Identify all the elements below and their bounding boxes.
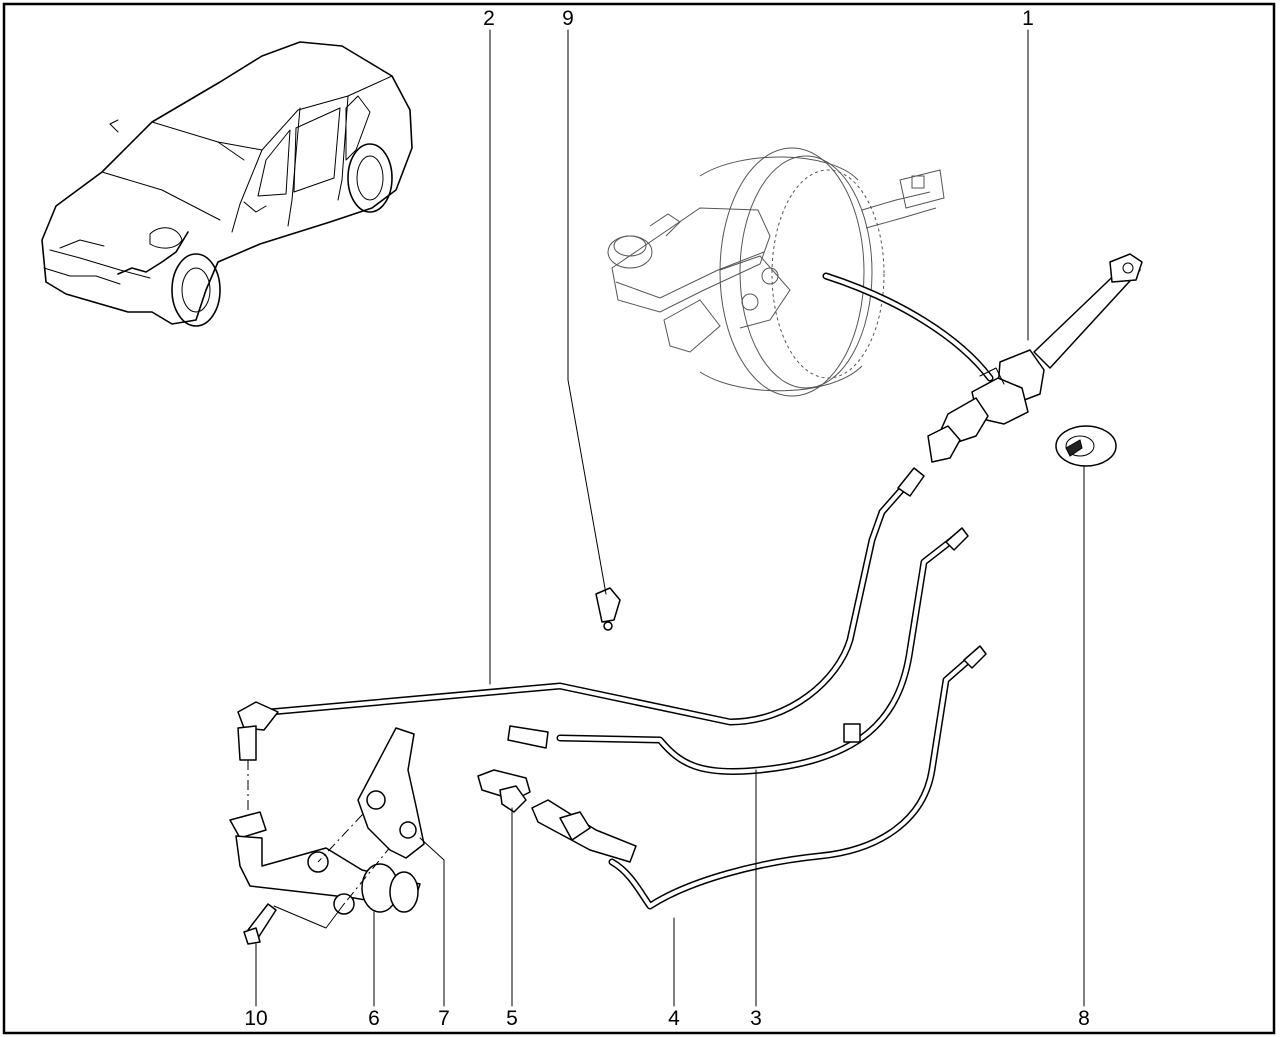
callout-10: 10 bbox=[244, 1007, 268, 1030]
clutch-pipe-2 bbox=[237, 467, 925, 761]
callout-2: 2 bbox=[483, 7, 495, 30]
rubber-plug bbox=[1055, 425, 1117, 467]
callout-8: 8 bbox=[1078, 1007, 1090, 1030]
clutch-slave-cylinder bbox=[229, 760, 421, 929]
leader-lines bbox=[255, 29, 1085, 1007]
leader-9 bbox=[567, 29, 607, 595]
callout-6: 6 bbox=[368, 1007, 380, 1030]
callout-7: 7 bbox=[438, 1007, 450, 1030]
callout-9: 9 bbox=[562, 7, 574, 30]
callout-4: 4 bbox=[668, 1007, 680, 1030]
pipe-connector bbox=[477, 769, 531, 813]
car-locator-icon bbox=[41, 41, 413, 327]
leader-7 bbox=[419, 837, 445, 1007]
clutch-pipe-4 bbox=[531, 645, 987, 910]
clutch-master-cylinder bbox=[822, 253, 1143, 463]
pipe-clip bbox=[595, 587, 621, 631]
bolt bbox=[243, 903, 277, 945]
clutch-pipe-3 bbox=[507, 527, 969, 776]
mounting-bracket bbox=[357, 727, 425, 859]
brake-booster-icon bbox=[607, 147, 945, 397]
callout-5: 5 bbox=[506, 1007, 518, 1030]
callout-1: 1 bbox=[1022, 7, 1034, 30]
callout-3: 3 bbox=[750, 1007, 762, 1030]
